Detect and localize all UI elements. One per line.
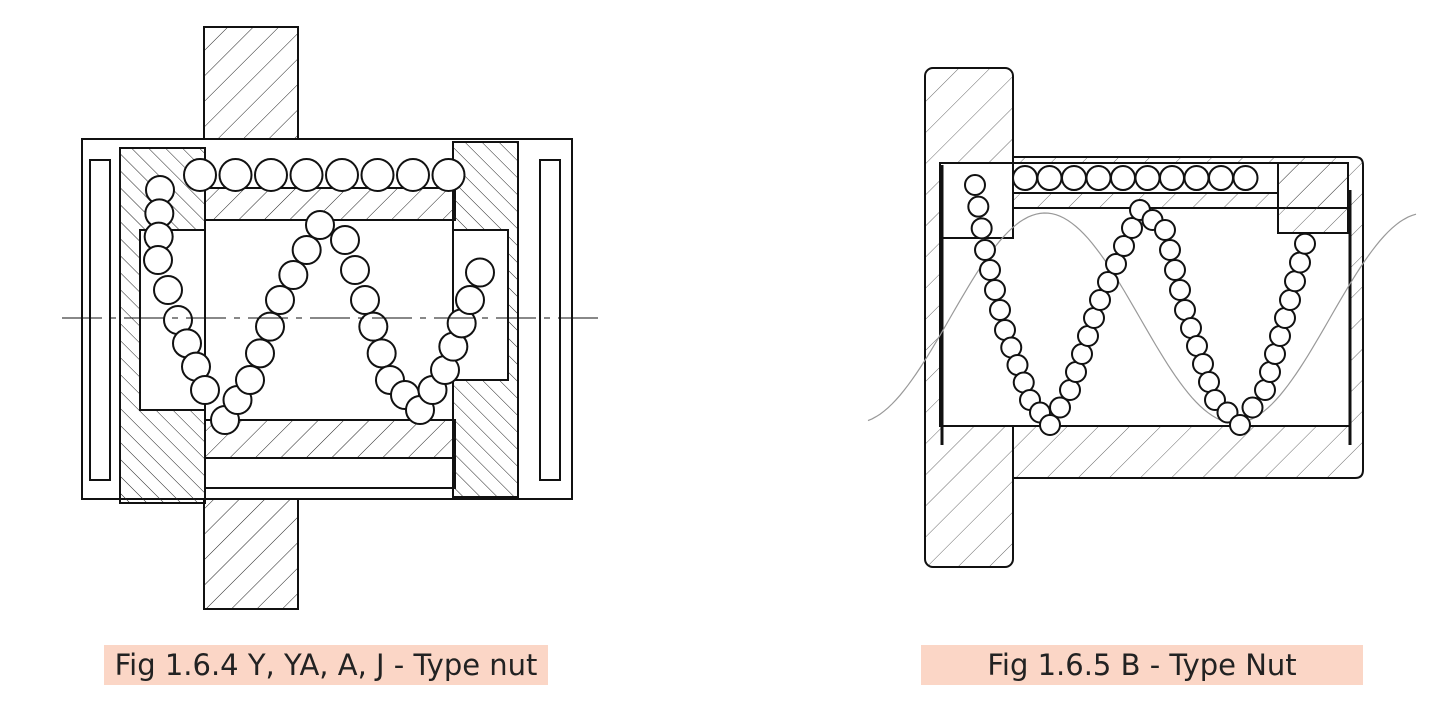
deflector-block [1277, 162, 1349, 234]
ball [1274, 307, 1296, 329]
ball [350, 285, 380, 315]
ball [340, 255, 370, 285]
ball [358, 311, 389, 342]
ball [1089, 289, 1111, 311]
ball [255, 311, 285, 342]
ball [1059, 379, 1081, 401]
ball [325, 158, 359, 192]
ball [1164, 259, 1186, 281]
ball [455, 285, 485, 315]
ball [235, 365, 265, 395]
ball [330, 225, 360, 255]
ball-chain-left [143, 158, 495, 435]
ball [1279, 289, 1301, 311]
y-type-nut-drawing [62, 26, 602, 610]
top-flange [203, 26, 299, 140]
ball [1134, 165, 1161, 191]
ball [1241, 396, 1264, 419]
ball [1159, 165, 1185, 191]
ball [1294, 232, 1316, 255]
ball [1232, 165, 1259, 191]
ball [254, 158, 288, 192]
b-type-nut-drawing [867, 67, 1417, 568]
ball [1065, 361, 1087, 383]
ball [1259, 361, 1281, 383]
ball [1154, 219, 1176, 241]
ball [979, 259, 1001, 281]
ball [431, 158, 466, 192]
figure-caption-left: Fig 1.6.4 Y, YA, A, J - Type nut [104, 645, 548, 685]
ball [465, 257, 495, 288]
ball [1121, 217, 1143, 239]
ball [366, 338, 397, 369]
ball [1097, 271, 1119, 293]
ball [1159, 239, 1181, 261]
ball [1036, 165, 1063, 191]
ball [1183, 165, 1210, 191]
ball [291, 235, 322, 265]
ball [1208, 165, 1234, 191]
ball [1284, 270, 1306, 293]
ball [278, 260, 309, 290]
ball [1105, 253, 1127, 275]
lower-wall [204, 419, 456, 459]
ball [1039, 414, 1061, 436]
ball [305, 210, 335, 240]
ball [1254, 379, 1276, 401]
ball [984, 279, 1006, 301]
bottom-flange [203, 488, 299, 610]
ball [974, 239, 996, 261]
ball [1180, 317, 1202, 339]
ball [1085, 165, 1112, 191]
ball [218, 158, 253, 192]
ball [1192, 353, 1214, 375]
ball [1269, 325, 1291, 347]
right-seal [539, 159, 561, 481]
ball [1186, 335, 1208, 357]
ball [183, 158, 217, 192]
ball [967, 195, 990, 218]
ball [396, 158, 430, 192]
ball [1174, 299, 1196, 321]
ball [1077, 325, 1099, 347]
figure-caption-right: Fig 1.6.5 B - Type Nut [921, 645, 1363, 685]
ball [1198, 371, 1220, 393]
ball [1061, 165, 1087, 191]
ball [970, 217, 993, 240]
ball [964, 174, 986, 196]
ball [1071, 343, 1093, 365]
ball [1012, 165, 1038, 191]
ball [1049, 396, 1071, 419]
ball-chain-right [964, 165, 1316, 436]
screw-thread-profile [867, 212, 1417, 424]
ball [1264, 343, 1286, 365]
ball [1083, 307, 1105, 329]
ball [153, 275, 183, 305]
ball [245, 338, 275, 369]
ball [289, 158, 324, 192]
ball [1229, 414, 1251, 436]
ball [1113, 235, 1135, 257]
ball [1110, 165, 1136, 191]
ball [1289, 251, 1311, 274]
left-seal [89, 159, 111, 481]
ball [190, 375, 220, 405]
ball [1169, 279, 1191, 301]
ball [989, 299, 1011, 321]
lower-return-tube [204, 457, 456, 489]
ball [143, 245, 173, 275]
ball [360, 158, 395, 192]
ball [265, 285, 295, 315]
